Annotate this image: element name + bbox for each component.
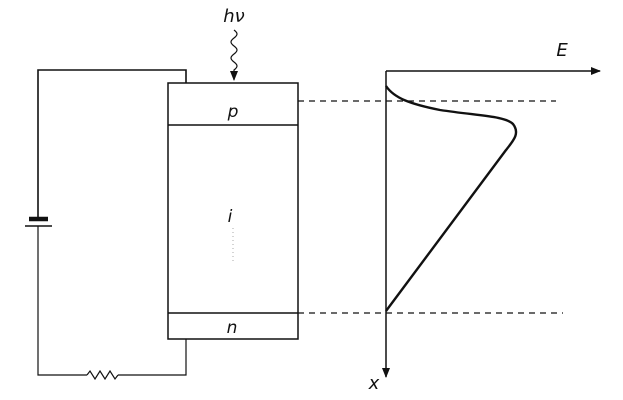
circuit-bottom-wire bbox=[37, 226, 87, 376]
e-axis-label: E bbox=[556, 40, 568, 61]
circuit-top-wire bbox=[37, 69, 187, 219]
x-axis-label: x bbox=[368, 373, 380, 394]
n-region-label: n bbox=[227, 318, 238, 338]
photon-wavy-arrow bbox=[230, 29, 238, 81]
photon-label: hν bbox=[223, 6, 244, 27]
pin-device-body bbox=[167, 82, 299, 340]
p-region-label: p bbox=[227, 102, 239, 122]
circuit-return-wire bbox=[118, 339, 187, 376]
resistor bbox=[86, 369, 119, 381]
i-region-label: i bbox=[228, 207, 233, 227]
electric-field-curve bbox=[385, 85, 518, 312]
